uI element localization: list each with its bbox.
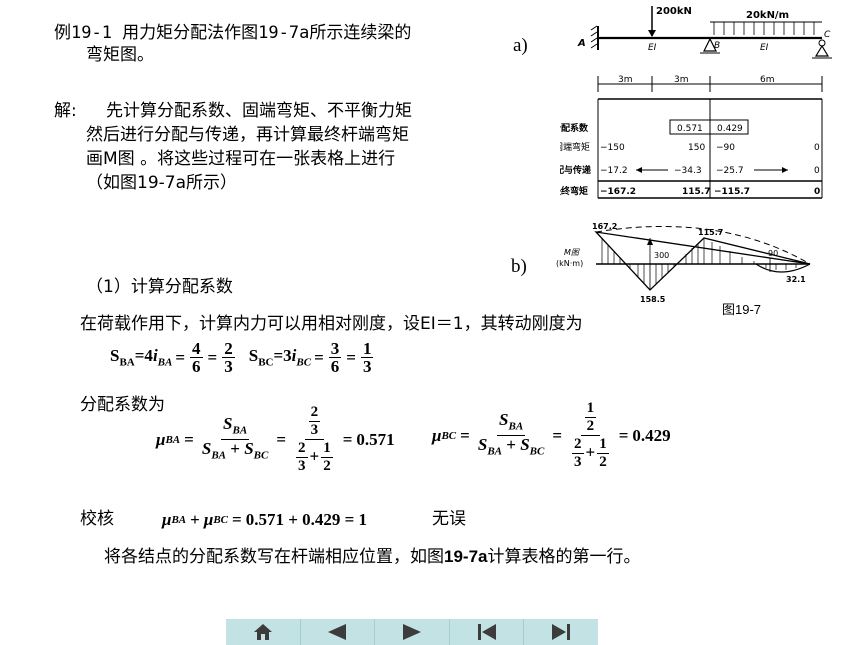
- conclusion-figure-ref: 19-7a: [444, 547, 488, 566]
- solution-label: 解:: [54, 101, 77, 121]
- next-icon: [402, 624, 421, 640]
- dist-cb: 0: [814, 166, 820, 176]
- fin-bc: −115.7: [714, 187, 750, 197]
- dist-label: 分配系数为: [80, 395, 165, 415]
- solution-line2: 然后进行分配与传递，再计算最终杆端弯矩: [86, 125, 409, 145]
- solution-line3: 画M图 。将这些过程可在一张表格上进行: [86, 149, 396, 169]
- moment-value-3: 115.7: [698, 228, 723, 237]
- last-button[interactable]: [524, 619, 598, 645]
- figure-label-a: a): [513, 35, 528, 56]
- fin-cb: 0: [814, 187, 820, 197]
- moment-value-4: 158.5: [640, 295, 666, 304]
- table-row-label-2: 固端弯矩: [560, 141, 590, 153]
- mu-ba: 0.571: [677, 124, 703, 134]
- moment-axis-label-1: M图: [564, 248, 580, 257]
- first-button[interactable]: [449, 619, 525, 645]
- moment-value-6: 32.1: [786, 275, 806, 284]
- moment-axis-label-2: (kN·m): [556, 259, 583, 268]
- dist-load-label: 20kN/m: [746, 10, 789, 21]
- moment-value-1: 167.2: [592, 222, 617, 231]
- figure-caption: 图19-7: [722, 302, 762, 317]
- figure-label-b: b): [511, 256, 527, 277]
- fin-ab: −167.2: [600, 187, 636, 197]
- dist-bc: −25.7: [716, 166, 744, 176]
- node-b: B: [714, 41, 720, 51]
- point-load-label: 200kN: [656, 6, 692, 17]
- moment-diagram: M图 (kN·m) 167.2 300 115.7 158.5 90 32.1: [556, 222, 811, 304]
- example-title-line1: 例19-1 用力矩分配法作图19-7a所示连续梁的: [54, 23, 412, 43]
- fem-ba: 150: [688, 143, 705, 153]
- fem-ab: −150: [600, 143, 625, 153]
- prev-button[interactable]: [300, 619, 376, 645]
- table-row-label-3: 分配与传递: [560, 164, 591, 176]
- home-icon: [253, 624, 272, 640]
- dim-1: 3m: [618, 75, 633, 85]
- dim-3: 6m: [760, 75, 775, 85]
- conclusion-pre: 将各结点的分配系数写在杆端相应位置，如图: [104, 547, 444, 567]
- home-button[interactable]: [226, 619, 301, 645]
- first-icon: [477, 624, 496, 640]
- next-button[interactable]: [375, 619, 450, 645]
- dist-ab: −17.2: [600, 166, 628, 176]
- prev-icon: [328, 624, 347, 640]
- check-ok: 无误: [432, 509, 466, 529]
- fin-ba: 115.7: [682, 187, 710, 197]
- node-c: C: [824, 30, 831, 40]
- fem-bc: −90: [716, 143, 735, 153]
- moment-value-2: 300: [654, 251, 669, 260]
- check-label: 校核: [80, 509, 114, 529]
- node-a: A: [577, 38, 586, 49]
- solution-line1: 先计算分配系数、固端弯矩、不平衡力矩: [106, 101, 412, 121]
- moment-value-5: 90: [768, 249, 778, 258]
- table-row-label-4: 最终弯矩: [560, 185, 588, 197]
- ei-label-2: EI: [760, 43, 769, 53]
- example-title-line2: 弯矩图。: [86, 45, 154, 65]
- section1-intro: 在荷载作用下，计算内力可以用相对刚度，设EI＝1，其转动刚度为: [80, 314, 583, 334]
- table-row-label-1: 分配系数: [560, 122, 589, 134]
- solution-line4: （如图19-7a所示）: [86, 173, 237, 193]
- dist-ba: −34.3: [674, 166, 702, 176]
- conclusion: 将各结点的分配系数写在杆端相应位置，如图19-7a计算表格的第一行。: [104, 546, 640, 568]
- section1-heading: （1）计算分配系数: [86, 277, 233, 297]
- ei-label-1: EI: [648, 43, 657, 53]
- mu-bc: 0.429: [717, 124, 743, 134]
- last-icon: [552, 624, 571, 640]
- fem-cb: 0: [814, 143, 820, 153]
- dim-2: 3m: [674, 75, 689, 85]
- slide-nav-bar: [226, 619, 598, 645]
- beam-table-figure: A 200kN 20kN/m B C EI EI 3m 3m 6m 分配系数 固…: [560, 6, 832, 199]
- conclusion-post: 计算表格的第一行。: [487, 547, 641, 567]
